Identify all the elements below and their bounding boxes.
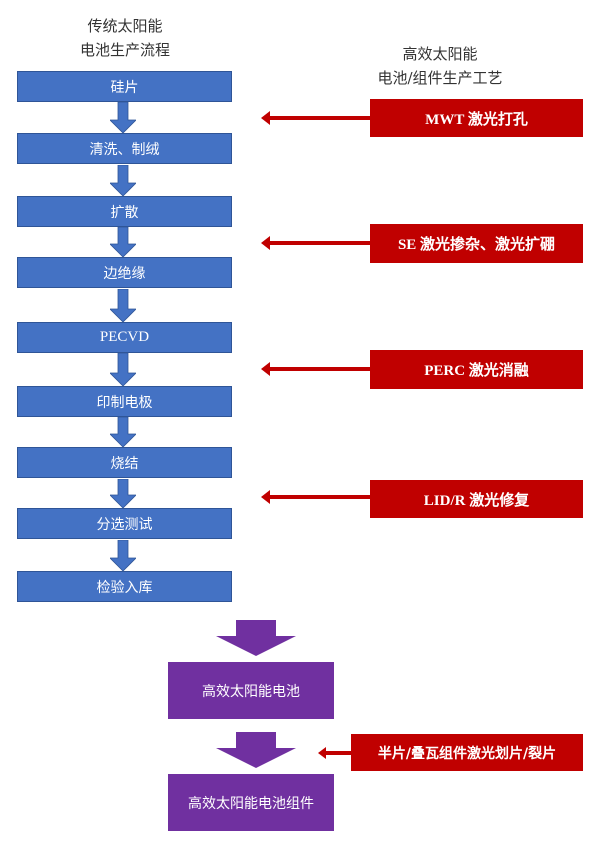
- step-label: 印制电极: [96, 394, 153, 411]
- step-edge-isolation: 边绝缘: [17, 257, 232, 288]
- step-label: 边绝缘: [103, 265, 146, 282]
- down-arrow-icon: [110, 289, 136, 322]
- step-pecvd: PECVD: [17, 322, 232, 353]
- down-arrow-icon: [110, 417, 136, 447]
- efficient-process-heading: 高效太阳能 电池/组件生产工艺: [350, 42, 530, 90]
- step-label: 扩散: [110, 204, 139, 221]
- laser-process-label: MWT 激光打孔: [425, 111, 528, 128]
- traditional-process-heading: 传统太阳能 电池生产流程: [40, 14, 210, 62]
- step-sorting-testing: 分选测试: [17, 508, 232, 539]
- left-arrow-icon: [261, 235, 371, 251]
- down-arrow-icon: [110, 540, 136, 571]
- left-arrow-icon: [261, 361, 371, 377]
- down-arrow-icon: [110, 227, 136, 257]
- step-label: 烧结: [110, 455, 139, 472]
- down-arrow-icon: [110, 165, 136, 196]
- laser-mwt-drilling: MWT 激光打孔: [370, 99, 583, 137]
- laser-se-doping: SE 激光掺杂、激光扩硼: [370, 224, 583, 263]
- laser-process-label: LID/R 激光修复: [423, 492, 530, 509]
- laser-process-label: PERC 激光消融: [424, 363, 529, 379]
- laser-process-label: 半片/叠瓦组件激光划片/裂片: [377, 745, 557, 762]
- step-label: 检验入库: [96, 579, 153, 596]
- output-label: 高效太阳能电池: [202, 683, 300, 700]
- step-cleaning-texturing: 清洗、制绒: [17, 133, 232, 164]
- step-label: PECVD: [99, 329, 150, 345]
- down-arrow-icon: [110, 353, 136, 386]
- traditional-heading-line1: 传统太阳能: [87, 17, 163, 35]
- efficient-heading-line2: 电池/组件生产工艺: [377, 69, 503, 87]
- output-efficient-solar-cell: 高效太阳能电池: [168, 662, 334, 719]
- left-arrow-icon: [318, 745, 352, 761]
- step-label: 硅片: [110, 79, 139, 96]
- step-label: 清洗、制绒: [89, 141, 160, 158]
- laser-half-cell-shingled-dicing: 半片/叠瓦组件激光划片/裂片: [351, 734, 583, 771]
- traditional-heading-line2: 电池生产流程: [79, 41, 170, 59]
- down-arrow-icon: [110, 479, 136, 509]
- laser-process-label: SE 激光掺杂、激光扩硼: [397, 237, 556, 253]
- step-label: 分选测试: [96, 516, 153, 533]
- purple-down-arrow-icon: [216, 732, 296, 768]
- step-diffusion: 扩散: [17, 196, 232, 227]
- laser-lid-repair: LID/R 激光修复: [370, 480, 583, 518]
- step-sintering: 烧结: [17, 447, 232, 478]
- down-arrow-icon: [110, 102, 136, 133]
- left-arrow-icon: [261, 489, 371, 505]
- laser-perc-ablation: PERC 激光消融: [370, 350, 583, 389]
- step-printing-electrodes: 印制电极: [17, 386, 232, 417]
- step-inspection-storage: 检验入库: [17, 571, 232, 602]
- purple-down-arrow-icon: [216, 620, 296, 656]
- output-label: 高效太阳能电池组件: [188, 795, 314, 812]
- output-efficient-solar-module: 高效太阳能电池组件: [168, 774, 334, 831]
- step-silicon-wafer: 硅片: [17, 71, 232, 102]
- efficient-heading-line1: 高效太阳能: [402, 45, 478, 63]
- left-arrow-icon: [261, 110, 371, 126]
